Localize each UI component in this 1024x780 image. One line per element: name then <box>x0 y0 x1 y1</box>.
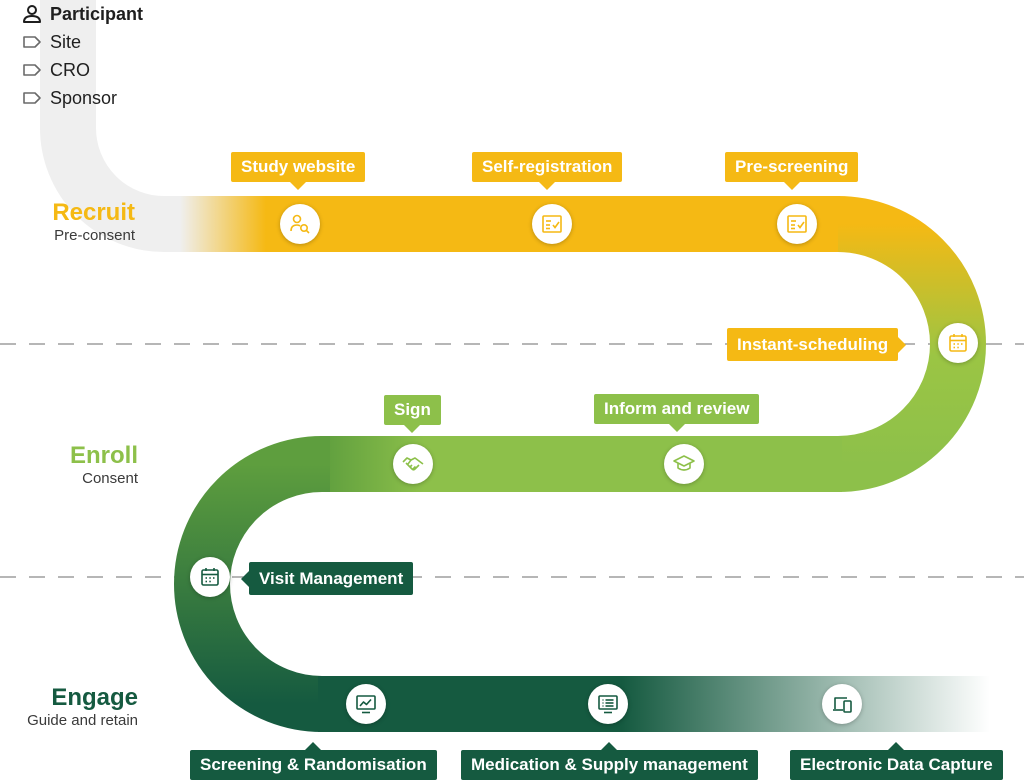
stage-enroll: Enroll Consent <box>70 442 138 488</box>
step-label: Visit Management <box>259 569 404 588</box>
node-study-website[interactable] <box>280 204 320 244</box>
step-label: Sign <box>394 400 431 419</box>
step-tag-medication-supply[interactable]: Medication & Supply management <box>461 742 758 780</box>
node-pre-screening[interactable] <box>777 204 817 244</box>
step-label: Pre-screening <box>735 157 849 176</box>
step-label: Electronic Data Capture <box>800 755 993 774</box>
checklist-icon <box>542 215 562 233</box>
devices-icon <box>833 697 852 713</box>
legend-item-sponsor[interactable]: Sponsor <box>22 84 143 112</box>
step-tag-pre-screening[interactable]: Pre-screening <box>725 152 859 190</box>
node-inform-and-review[interactable] <box>664 444 704 484</box>
step-tag-self-registration[interactable]: Self-registration <box>472 152 623 190</box>
stage-subtitle: Pre-consent <box>54 227 135 244</box>
lead-in-track <box>40 0 300 252</box>
legend: Participant Site CRO Sponsor <box>22 0 143 112</box>
stage-recruit: Recruit Pre-consent <box>52 199 135 245</box>
graduation-cap-icon <box>673 455 695 471</box>
person-icon <box>23 5 41 23</box>
list-screen-icon <box>598 695 618 714</box>
node-visit-management[interactable] <box>190 557 230 597</box>
calendar-icon <box>201 568 219 586</box>
checklist-icon <box>787 215 807 233</box>
tag-icon <box>23 92 41 104</box>
handshake-icon <box>402 457 424 471</box>
step-tag-sign[interactable]: Sign <box>384 395 441 433</box>
stage-title: Engage <box>51 684 138 711</box>
tag-icon <box>23 64 41 76</box>
stage-subtitle: Guide and retain <box>27 712 138 729</box>
step-label: Study website <box>241 157 356 176</box>
legend-label: Sponsor <box>50 87 118 108</box>
step-tag-screening-randomisation[interactable]: Screening & Randomisation <box>190 742 437 780</box>
stage-title: Recruit <box>52 199 135 226</box>
node-self-registration[interactable] <box>532 204 572 244</box>
legend-item-cro[interactable]: CRO <box>22 56 143 84</box>
step-label: Self-registration <box>482 157 613 176</box>
node-instant-scheduling[interactable] <box>938 323 978 363</box>
node-electronic-data-capture[interactable] <box>822 684 862 724</box>
step-label: Instant-scheduling <box>737 335 889 354</box>
stage-subtitle: Consent <box>82 470 138 487</box>
legend-item-participant[interactable]: Participant <box>22 0 143 28</box>
person-search-icon <box>290 214 310 234</box>
step-tag-inform-and-review[interactable]: Inform and review <box>594 394 760 432</box>
step-tag-study-website[interactable]: Study website <box>231 152 366 190</box>
legend-label: CRO <box>50 59 90 80</box>
step-label: Medication & Supply management <box>471 755 748 774</box>
stage-engage: Engage Guide and retain <box>27 684 138 730</box>
stage-title: Enroll <box>69 442 138 469</box>
node-sign[interactable] <box>393 444 433 484</box>
node-medication-supply[interactable] <box>588 684 628 724</box>
calendar-icon <box>949 334 967 352</box>
step-tag-visit-management[interactable]: Visit Management <box>241 562 414 595</box>
step-label: Inform and review <box>604 399 750 418</box>
step-label: Screening & Randomisation <box>200 755 427 774</box>
step-tag-instant-scheduling[interactable]: Instant-scheduling <box>727 328 907 361</box>
legend-item-site[interactable]: Site <box>22 28 143 56</box>
tag-icon <box>23 36 41 48</box>
node-screening-randomisation[interactable] <box>346 684 386 724</box>
legend-label: Site <box>50 31 82 52</box>
legend-label: Participant <box>50 3 144 24</box>
monitor-chart-icon <box>356 695 376 714</box>
step-tag-electronic-data-capture[interactable]: Electronic Data Capture <box>790 742 1003 780</box>
